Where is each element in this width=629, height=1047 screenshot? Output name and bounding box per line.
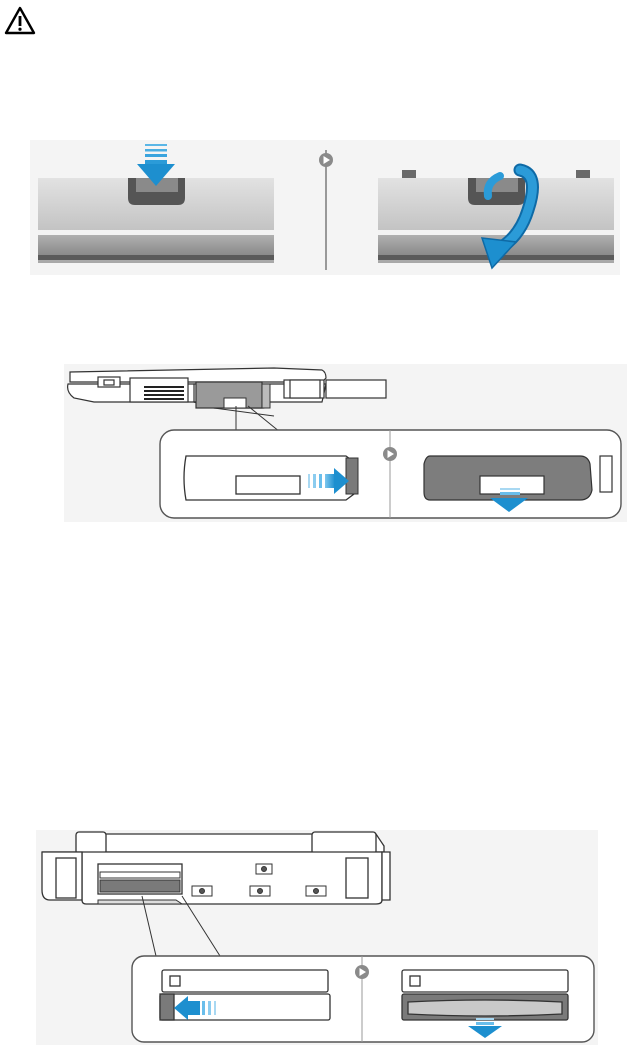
side-bay-module [196,382,270,408]
battery-left [38,178,274,263]
figure-side-bay-slide-latch [64,364,627,522]
rear-tray-released [402,970,568,1020]
warning-icon [4,6,36,36]
figure-battery-latch-release [30,140,620,275]
laptop-rear-view [42,832,390,904]
figure-rear-bay-slide-latch [36,830,598,1045]
